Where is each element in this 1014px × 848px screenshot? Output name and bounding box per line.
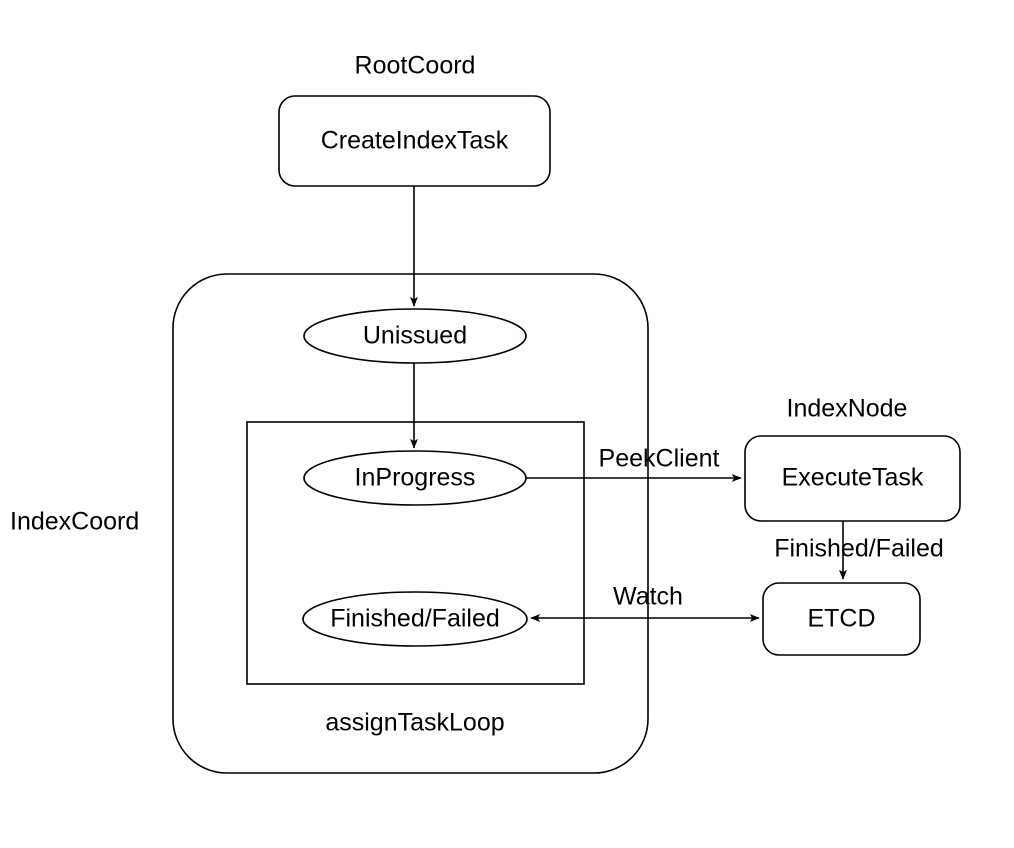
node-execute-task[interactable]: ExecuteTask	[744, 435, 961, 522]
node-etcd[interactable]: ETCD	[762, 582, 921, 656]
group-label-indexcoord: IndexCoord	[10, 508, 139, 536]
node-finished-failed[interactable]: Finished/Failed	[302, 591, 528, 647]
edge-label-finished-failed: Finished/Failed	[774, 535, 944, 563]
node-in-progress[interactable]: InProgress	[303, 450, 527, 506]
node-etcd-shape[interactable]	[762, 582, 921, 656]
group-label-indexnode: IndexNode	[787, 395, 908, 423]
node-finished-failed-shape[interactable]	[302, 591, 528, 647]
group-label-rootcoord: RootCoord	[355, 52, 476, 80]
node-create-index-task-shape[interactable]	[278, 95, 551, 187]
node-execute-task-shape[interactable]	[744, 435, 961, 522]
node-unissued-shape[interactable]	[303, 308, 527, 364]
node-create-index-task[interactable]: CreateIndexTask	[278, 95, 551, 187]
node-in-progress-shape[interactable]	[303, 450, 527, 506]
node-unissued[interactable]: Unissued	[303, 308, 527, 364]
